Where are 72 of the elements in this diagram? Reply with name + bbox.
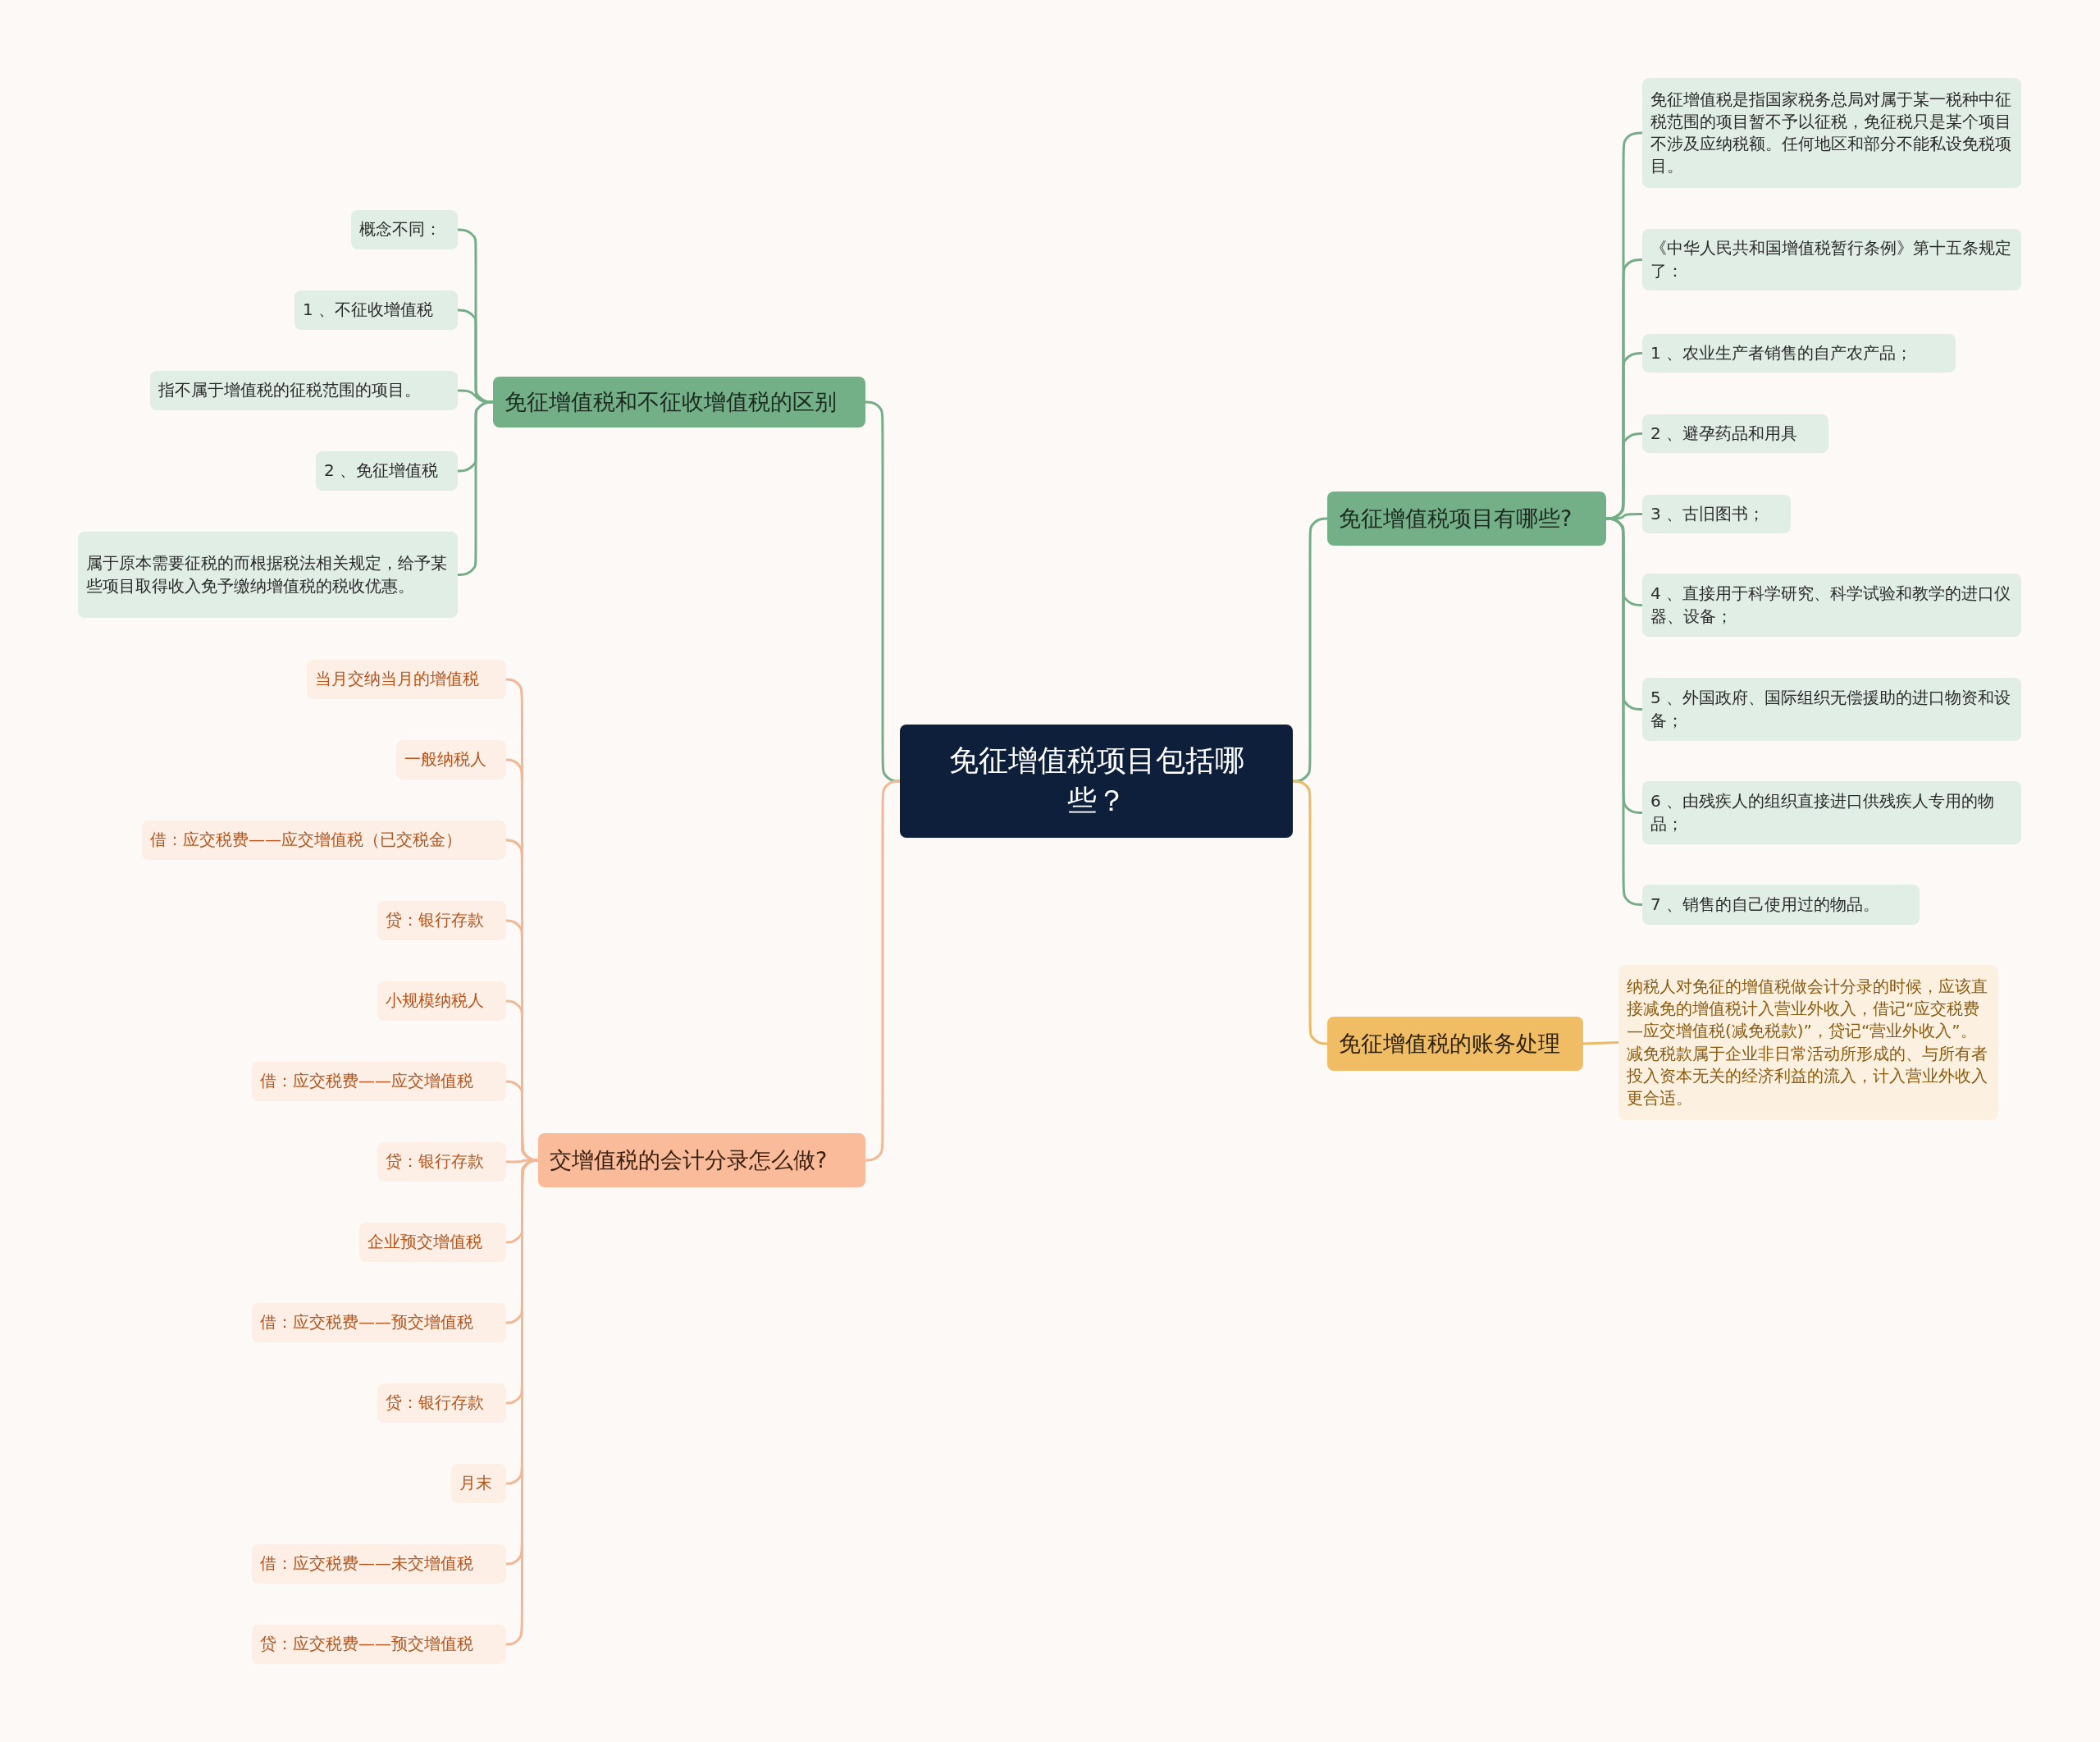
- leaf-topic: [1642, 229, 2021, 290]
- topic-text: 借：应交税费——应交增值税（已交税金）: [150, 829, 463, 852]
- leaf-topic: [377, 1383, 506, 1423]
- topic-text: 6 、由残疾人的组织直接进口供残疾人专用的物品；: [1650, 790, 1996, 835]
- topic-text: 借：应交税费——应交增值税: [260, 1070, 474, 1093]
- topic-text: 借：应交税费——未交增值税: [260, 1552, 474, 1575]
- topic-text: 1 、不征收增值税: [303, 299, 435, 322]
- topic-text: 免征增值税是指国家税务总局对属于某一税种中征税范围的项目暂不予以征税，免征税只是某个项目不涉及应纳税额。任何地区和部分不能私设免税项目。: [1650, 88, 2012, 178]
- topic-text: 贷：银行存款: [386, 909, 485, 932]
- topic-text: 3 、古旧图书；: [1650, 502, 1766, 525]
- topic-text: 当月交纳当月的增值税: [315, 668, 480, 691]
- leaf-topic: [252, 1625, 506, 1664]
- leaf-topic: [1618, 965, 1998, 1120]
- leaf-topic: [1642, 574, 2021, 637]
- topic-text: 小规模纳税人: [386, 990, 485, 1013]
- topic-text: 指不属于增值税的征税范围的项目。: [158, 379, 422, 402]
- topic-text: 2 、避孕药品和用具: [1650, 422, 1799, 445]
- leaf-topic: [1642, 334, 1956, 373]
- topic-text: 贷：应交税费——预交增值税: [260, 1633, 474, 1656]
- leaf-topic: [316, 451, 458, 491]
- branch-topic: [1327, 492, 1606, 546]
- leaf-topic: [252, 1544, 506, 1584]
- topic-text: 7 、销售的自己使用过的物品。: [1650, 893, 1881, 916]
- central-topic: [900, 725, 1293, 838]
- topic-text: 4 、直接用于科学研究、科学试验和教学的进口仪器、设备；: [1650, 583, 2012, 628]
- leaf-topic: [1642, 885, 1920, 925]
- topic-text: 一般纳税人: [404, 748, 487, 771]
- leaf-topic: [78, 532, 458, 618]
- branch-topic: [1327, 1017, 1583, 1071]
- topic-text: 1 、农业生产者销售的自产农产品；: [1650, 341, 1914, 364]
- leaf-topic: [294, 290, 458, 330]
- branch-topic: [538, 1133, 865, 1187]
- topic-text: 5 、外国政府、国际组织无偿援助的进口物资和设备；: [1650, 687, 2012, 732]
- leaf-topic: [351, 210, 458, 249]
- topic-text: 企业预交增值税: [368, 1231, 483, 1254]
- topic-text: 贷：银行存款: [386, 1392, 485, 1415]
- topic-text: 《中华人民共和国增值税暂行条例》第十五条规定了：: [1650, 237, 2012, 282]
- connector: [458, 389, 493, 404]
- leaf-topic: [307, 660, 506, 699]
- leaf-topic: [1642, 78, 2021, 188]
- topic-text: 属于原本需要征税的而根据税法相关规定，给予某些项目取得收入免予缴纳增值税的税收优惠。: [86, 552, 448, 597]
- topic-text: 免征增值税和不征收增值税的区别: [504, 387, 838, 416]
- topic-text: 月末: [459, 1472, 493, 1495]
- topic-text: 概念不同：: [359, 218, 442, 241]
- connector: [1582, 1041, 1620, 1045]
- leaf-topic: [252, 1062, 506, 1101]
- topic-text: 免征增值税的账务处理: [1339, 1029, 1561, 1058]
- leaf-topic: [377, 1142, 506, 1182]
- topic-text: 免征增值税项目包括哪些？: [947, 743, 1245, 819]
- leaf-topic: [252, 1303, 506, 1342]
- topic-text: 纳税人对免征的增值税做会计分录的时候，应该直接减免的增值税计入营业外收入，借记“应交税费—应交增值税(减免税款)”，贷记“营业外收入”。减免税款属于企业非日常活动所形成的、与所有者投入资本无关的经济利益的流入，计入营业外收入更合适。: [1627, 975, 1988, 1109]
- leaf-topic: [150, 371, 458, 410]
- connector: [865, 780, 901, 1162]
- topic-text: 2 、免征增值税: [324, 460, 440, 482]
- leaf-topic: [1642, 495, 1791, 533]
- leaf-topic: [377, 901, 506, 940]
- leaf-topic: [1642, 781, 2021, 844]
- connector: [1606, 513, 1642, 520]
- topic-text: 贷：银行存款: [386, 1150, 485, 1173]
- leaf-topic: [1642, 414, 1828, 453]
- leaf-topic: [359, 1223, 506, 1262]
- leaf-topic: [142, 821, 506, 860]
- topic-text: 免征增值税项目有哪些?: [1339, 504, 1573, 533]
- leaf-topic: [1642, 678, 2021, 741]
- leaf-topic: [377, 981, 506, 1021]
- branch-topic: [493, 377, 865, 427]
- topic-text: 交增值税的会计分录怎么做?: [550, 1145, 829, 1174]
- leaf-topic: [396, 740, 506, 780]
- connector: [1606, 432, 1642, 520]
- connector: [458, 400, 493, 576]
- topic-text: 借：应交税费——预交增值税: [260, 1311, 474, 1334]
- leaf-topic: [451, 1464, 506, 1503]
